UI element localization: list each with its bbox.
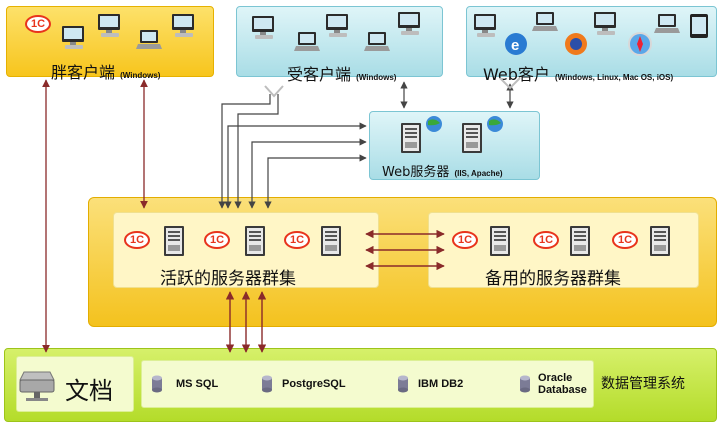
tablet-icon (690, 14, 708, 38)
1c-logo: 1С (124, 231, 150, 249)
1c-logo: 1С (533, 231, 559, 249)
desktop-computer-icon (474, 14, 496, 37)
connector-web-server-to-cluster (224, 122, 367, 209)
dbms-title: 数据管理系统 (601, 376, 685, 392)
file-storage-icon (19, 371, 55, 401)
globe-icon (487, 116, 503, 132)
database-icon (520, 375, 530, 393)
file-storage-label: 文档 (65, 377, 113, 405)
connector-thin-client-to-cluster (218, 94, 271, 209)
db-label-oracle: Oracle Database (538, 372, 587, 396)
active-cluster-label: 活跃的服务器群集 (160, 269, 296, 289)
laptop-icon (654, 14, 680, 33)
firefox-browser-icon (565, 33, 587, 55)
ie-browser-icon: e (505, 33, 527, 55)
thick-client-label: 胖客户端 (Windows) (51, 63, 161, 82)
dbms-list-panel: MS SQL PostgreSQL IBM DB2 Oracle Databas… (141, 360, 594, 408)
desktop-computer-icon (98, 14, 120, 37)
laptop-icon (136, 30, 162, 49)
server-tower-icon (321, 226, 341, 256)
svg-text:e: e (511, 37, 519, 54)
desktop-computer-icon (594, 12, 616, 35)
desktop-computer-icon (62, 26, 84, 49)
desktop-computer-icon (172, 14, 194, 37)
database-icon (152, 375, 162, 393)
desktop-computer-icon (326, 14, 348, 37)
web-client-label: Web客户 (Windows, Linux, Mac OS, iOS) (483, 65, 674, 84)
connector-thin-client-to-cluster (234, 94, 279, 209)
database-icon (398, 375, 408, 393)
thin-client-label: 受客户端 (Windows) (287, 65, 397, 84)
connector-web-server-to-cluster (264, 154, 367, 209)
1c-logo: 1С (284, 231, 310, 249)
database-icon (262, 375, 272, 393)
server-tower-icon (490, 226, 510, 256)
connector-web-server-to-cluster (248, 138, 367, 209)
1c-logo: 1С (612, 231, 638, 249)
backup-cluster-label: 备用的服务器群集 (485, 269, 621, 289)
server-tower-icon (462, 123, 482, 153)
server-tower-icon (164, 226, 184, 256)
server-tower-icon (245, 226, 265, 256)
1c-logo: 1С (25, 15, 51, 33)
server-tower-icon (650, 226, 670, 256)
web-server-panel: Web服务器 (IIS, Apache) (369, 111, 540, 180)
connector-thin-client-arrowhead (264, 85, 284, 98)
web-server-label: Web服务器 (IIS, Apache) (382, 165, 503, 180)
safari-browser-icon (628, 32, 652, 56)
laptop-icon (294, 32, 320, 51)
db-label-postgresql: PostgreSQL (282, 378, 346, 390)
server-tower-icon (570, 226, 590, 256)
desktop-computer-icon (252, 16, 274, 39)
desktop-computer-icon (398, 12, 420, 35)
laptop-icon (364, 32, 390, 51)
db-label-mssql: MS SQL (176, 378, 219, 390)
1c-logo: 1С (204, 231, 230, 249)
laptop-icon (532, 12, 558, 31)
server-tower-icon (401, 123, 421, 153)
globe-icon (426, 116, 442, 132)
db-label-ibm-db2: IBM DB2 (418, 378, 464, 390)
connector-web-client-arrowhead (499, 77, 521, 90)
1c-logo: 1С (452, 231, 478, 249)
